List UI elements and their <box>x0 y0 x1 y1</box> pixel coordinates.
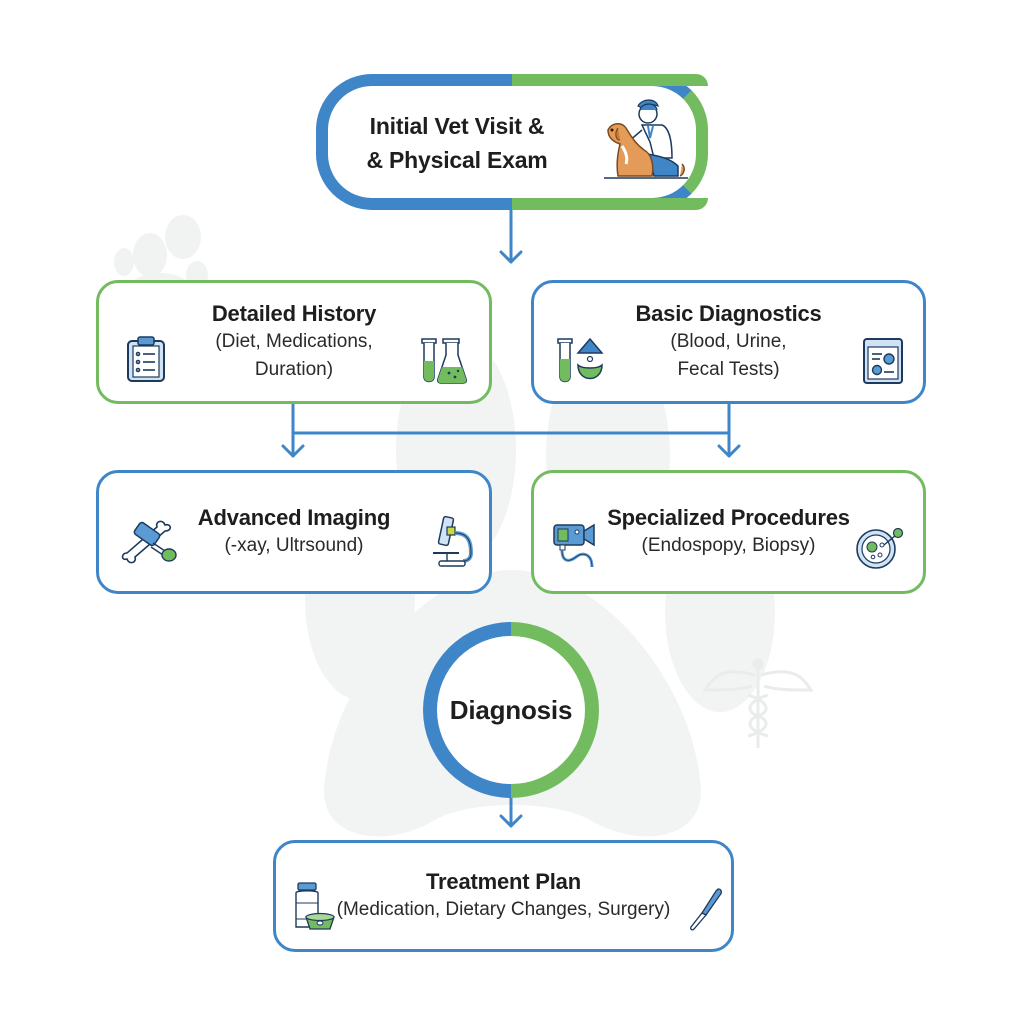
vet-with-dog-icon <box>604 99 688 179</box>
endoscope-camera-icon <box>553 523 595 568</box>
node-basic-diagnostics: Basic Diagnostics (Blood, Urine, Fecal T… <box>531 280 926 404</box>
microscope-icon <box>433 515 474 567</box>
bone-xray-icon <box>121 520 177 564</box>
node-initial-vet-visit: Initial Vet Visit & & Physical Exam <box>316 74 708 210</box>
node-subtitle: (Medication, Dietary Changes, Surgery) <box>336 899 671 920</box>
node-subtitle-line1: (Diet, Medications, <box>215 331 373 352</box>
node-subtitle-line1: (Blood, Urine, <box>670 331 787 352</box>
node-treatment-plan: Treatment Plan (Medication, Dietary Chan… <box>273 840 734 952</box>
node-subtitle: (Endospopy, Biopsy) <box>641 535 816 556</box>
scalpel-icon <box>690 888 722 931</box>
clipboard-icon <box>127 336 165 382</box>
node-specialized-procedures: Specialized Procedures (Endospopy, Biops… <box>531 470 926 594</box>
medicine-bottle-bowl-icon <box>295 882 335 930</box>
node-diagnosis: Diagnosis <box>423 622 599 798</box>
node-title: Initial Vet Visit & <box>369 113 545 139</box>
node-title-line2: & Physical Exam <box>366 147 548 173</box>
test-tube-flask-icon <box>421 338 467 384</box>
node-title: Basic Diagnostics <box>635 301 822 326</box>
diagnosis-inner: Diagnosis <box>437 636 585 784</box>
node-title: Specialized Procedures <box>607 505 850 530</box>
node-title: Advanced Imaging <box>197 505 391 530</box>
node-advanced-imaging: Advanced Imaging (-xay, Ultrsound) <box>96 470 492 594</box>
node-title: Treatment Plan <box>426 869 581 894</box>
node-detailed-history: Detailed History (Diet, Medications, Dur… <box>96 280 492 404</box>
node-title: Detailed History <box>211 301 377 326</box>
node-subtitle: (-xay, Ultrsound) <box>224 535 364 556</box>
petri-dish-icon <box>856 527 904 569</box>
node-subtitle-line2: Duration) <box>254 359 334 380</box>
lab-report-icon <box>863 338 903 384</box>
tube-drop-sample-icon <box>557 337 604 383</box>
node-title: Diagnosis <box>449 695 573 725</box>
caduceus-watermark <box>702 658 814 748</box>
node-subtitle-line2: Fecal Tests) <box>677 359 780 380</box>
